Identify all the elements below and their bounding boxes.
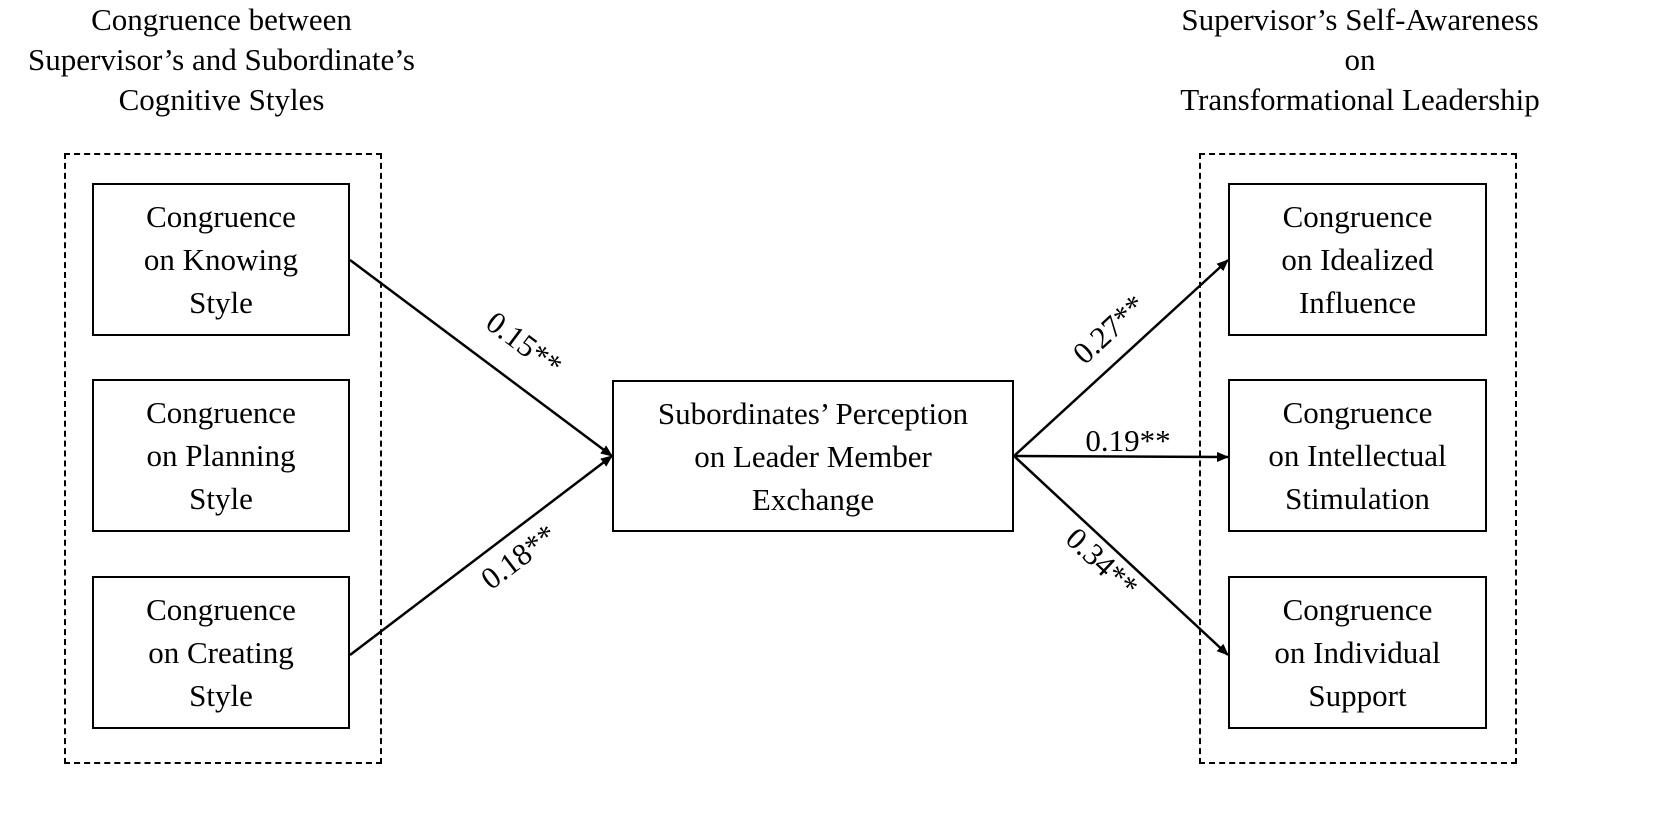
coef-lmx-intellectual: 0.19** bbox=[1085, 423, 1170, 458]
box-line: Exchange bbox=[751, 481, 875, 517]
heading-line: Transformational Leadership bbox=[1180, 82, 1540, 117]
box-line: Style bbox=[189, 285, 253, 320]
box-line: Congruence bbox=[1282, 592, 1433, 627]
box-idealized-influence: Congruence on Idealized Influence bbox=[1228, 183, 1487, 336]
arrow-lmx-to-idealized bbox=[1013, 259, 1229, 457]
box-leader-member-exchange: Subordinates’ Perception on Leader Membe… bbox=[612, 380, 1014, 532]
coef-knowing-lmx: 0.15** bbox=[480, 304, 569, 383]
box-line: on Knowing bbox=[143, 242, 299, 277]
box-line: Congruence bbox=[146, 199, 296, 234]
coef-lmx-idealized: 0.27** bbox=[1066, 288, 1152, 371]
box-line: Congruence bbox=[146, 395, 296, 430]
heading-line: Supervisor’s Self-Awareness bbox=[1181, 2, 1539, 37]
box-line: Influence bbox=[1298, 285, 1417, 320]
heading-line: Cognitive Styles bbox=[118, 82, 325, 117]
box-planning-style: Congruence on Planning Style bbox=[92, 379, 350, 532]
arrow-knowing-to-lmx bbox=[349, 258, 613, 458]
coef-creating-lmx: 0.18** bbox=[474, 517, 563, 596]
box-knowing-style: Congruence on Knowing Style bbox=[92, 183, 350, 336]
box-line: on Individual bbox=[1274, 635, 1441, 670]
box-line: on Creating bbox=[148, 635, 294, 670]
left-group-heading: Congruence between Supervisor’s and Subo… bbox=[0, 0, 443, 120]
arrow-creating-to-lmx bbox=[349, 455, 613, 656]
box-line: Style bbox=[189, 678, 253, 713]
box-line: Style bbox=[189, 481, 253, 516]
box-line: on Leader Member bbox=[694, 438, 932, 474]
box-individual-support: Congruence on Individual Support bbox=[1228, 576, 1487, 729]
box-intellectual-stimulation: Congruence on Intellectual Stimulation bbox=[1228, 379, 1487, 532]
heading-line: Supervisor’s and Subordinate’s bbox=[28, 42, 415, 77]
coef-lmx-individual: 0.34** bbox=[1059, 520, 1145, 604]
box-line: Subordinates’ Perception bbox=[657, 395, 969, 431]
box-creating-style: Congruence on Creating Style bbox=[92, 576, 350, 729]
box-line: Stimulation bbox=[1285, 481, 1430, 516]
right-group-heading: Supervisor’s Self-Awareness on Transform… bbox=[1160, 0, 1560, 120]
box-line: Congruence bbox=[1282, 199, 1433, 234]
right-group-frame bbox=[1199, 153, 1517, 764]
box-line: Congruence bbox=[146, 592, 296, 627]
arrow-lmx-to-intellectual bbox=[1013, 451, 1229, 462]
box-line: on Intellectual bbox=[1268, 438, 1447, 473]
arrow-lmx-to-individual bbox=[1013, 455, 1229, 656]
heading-line: Congruence between bbox=[91, 2, 352, 37]
box-line: Congruence bbox=[1282, 395, 1433, 430]
left-group-frame bbox=[64, 153, 382, 764]
heading-line: on bbox=[1344, 42, 1376, 77]
box-line: on Planning bbox=[146, 438, 296, 473]
box-line: on Idealized bbox=[1281, 242, 1434, 277]
box-line: Support bbox=[1308, 678, 1407, 713]
